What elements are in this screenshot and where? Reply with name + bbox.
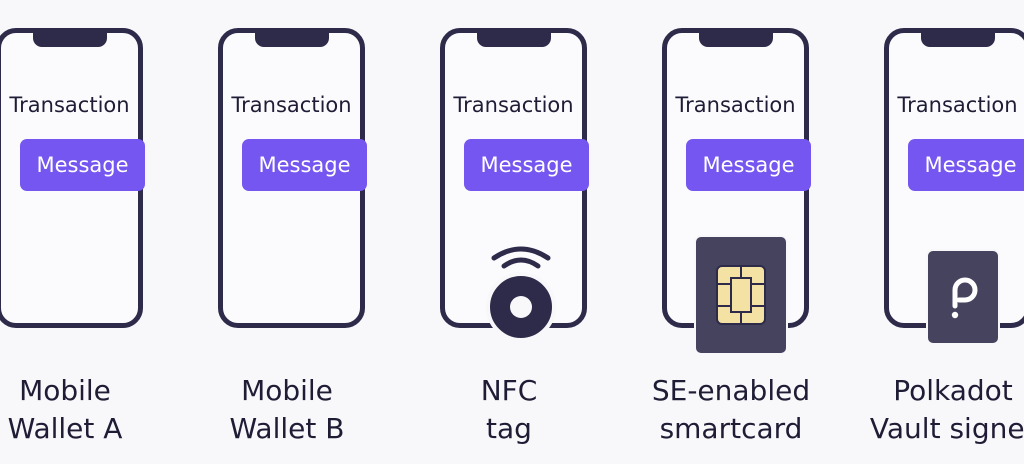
device-mobile-wallet-a: Transaction Message Mobile Wallet A [0,0,212,464]
device-label-line2: Vault signer [869,412,1024,445]
nfc-tag-icon [486,246,556,340]
polkadot-logo-icon [926,249,1000,345]
device-label-line2: Wallet B [229,412,345,445]
transaction-label: Transaction [453,93,574,117]
phone-notch [920,28,995,47]
smartcard-chip-icon [694,235,788,355]
device-label-line2: smartcard [659,412,803,445]
transaction-label: Transaction [897,93,1018,117]
device-nfc-tag: Transaction Message NFC tag [434,0,656,464]
device-label-line1: SE-enabled [651,374,811,407]
phone-frame: Transaction Message [0,28,145,328]
device-label-line1: Mobile [19,374,111,407]
message-button[interactable]: Message [686,139,811,191]
transaction-label: Transaction [231,93,352,117]
transaction-label: Transaction [675,93,796,117]
device-se-smartcard: Transaction Message SE-enabled smartcard [652,0,878,464]
phone-notch [476,28,551,47]
message-button[interactable]: Message [464,139,589,191]
device-label-line1: NFC [480,374,538,407]
device-label: NFC tag [394,372,624,448]
phone-frame: Transaction Message [884,28,1024,328]
transaction-label: Transaction [9,93,130,117]
message-button[interactable]: Message [242,139,367,191]
device-label: SE-enabled smartcard [616,372,846,448]
device-polkadot-vault-signer: Transaction Message Polkadot Vault signe… [870,0,1024,464]
phone-notch [32,28,107,47]
device-label-line1: Polkadot [893,374,1013,407]
device-label-line1: Mobile [241,374,333,407]
phone-notch [254,28,329,47]
device-label: Mobile Wallet B [172,372,402,448]
device-label-line2: tag [486,412,532,445]
message-button[interactable]: Message [20,139,145,191]
device-label: Mobile Wallet A [0,372,180,448]
device-label-line2: Wallet A [7,412,123,445]
device-label: Polkadot Vault signer [838,372,1024,448]
message-button[interactable]: Message [908,139,1024,191]
device-mobile-wallet-b: Transaction Message Mobile Wallet B [212,0,434,464]
phone-frame: Transaction Message [218,28,367,328]
phone-notch [698,28,773,47]
